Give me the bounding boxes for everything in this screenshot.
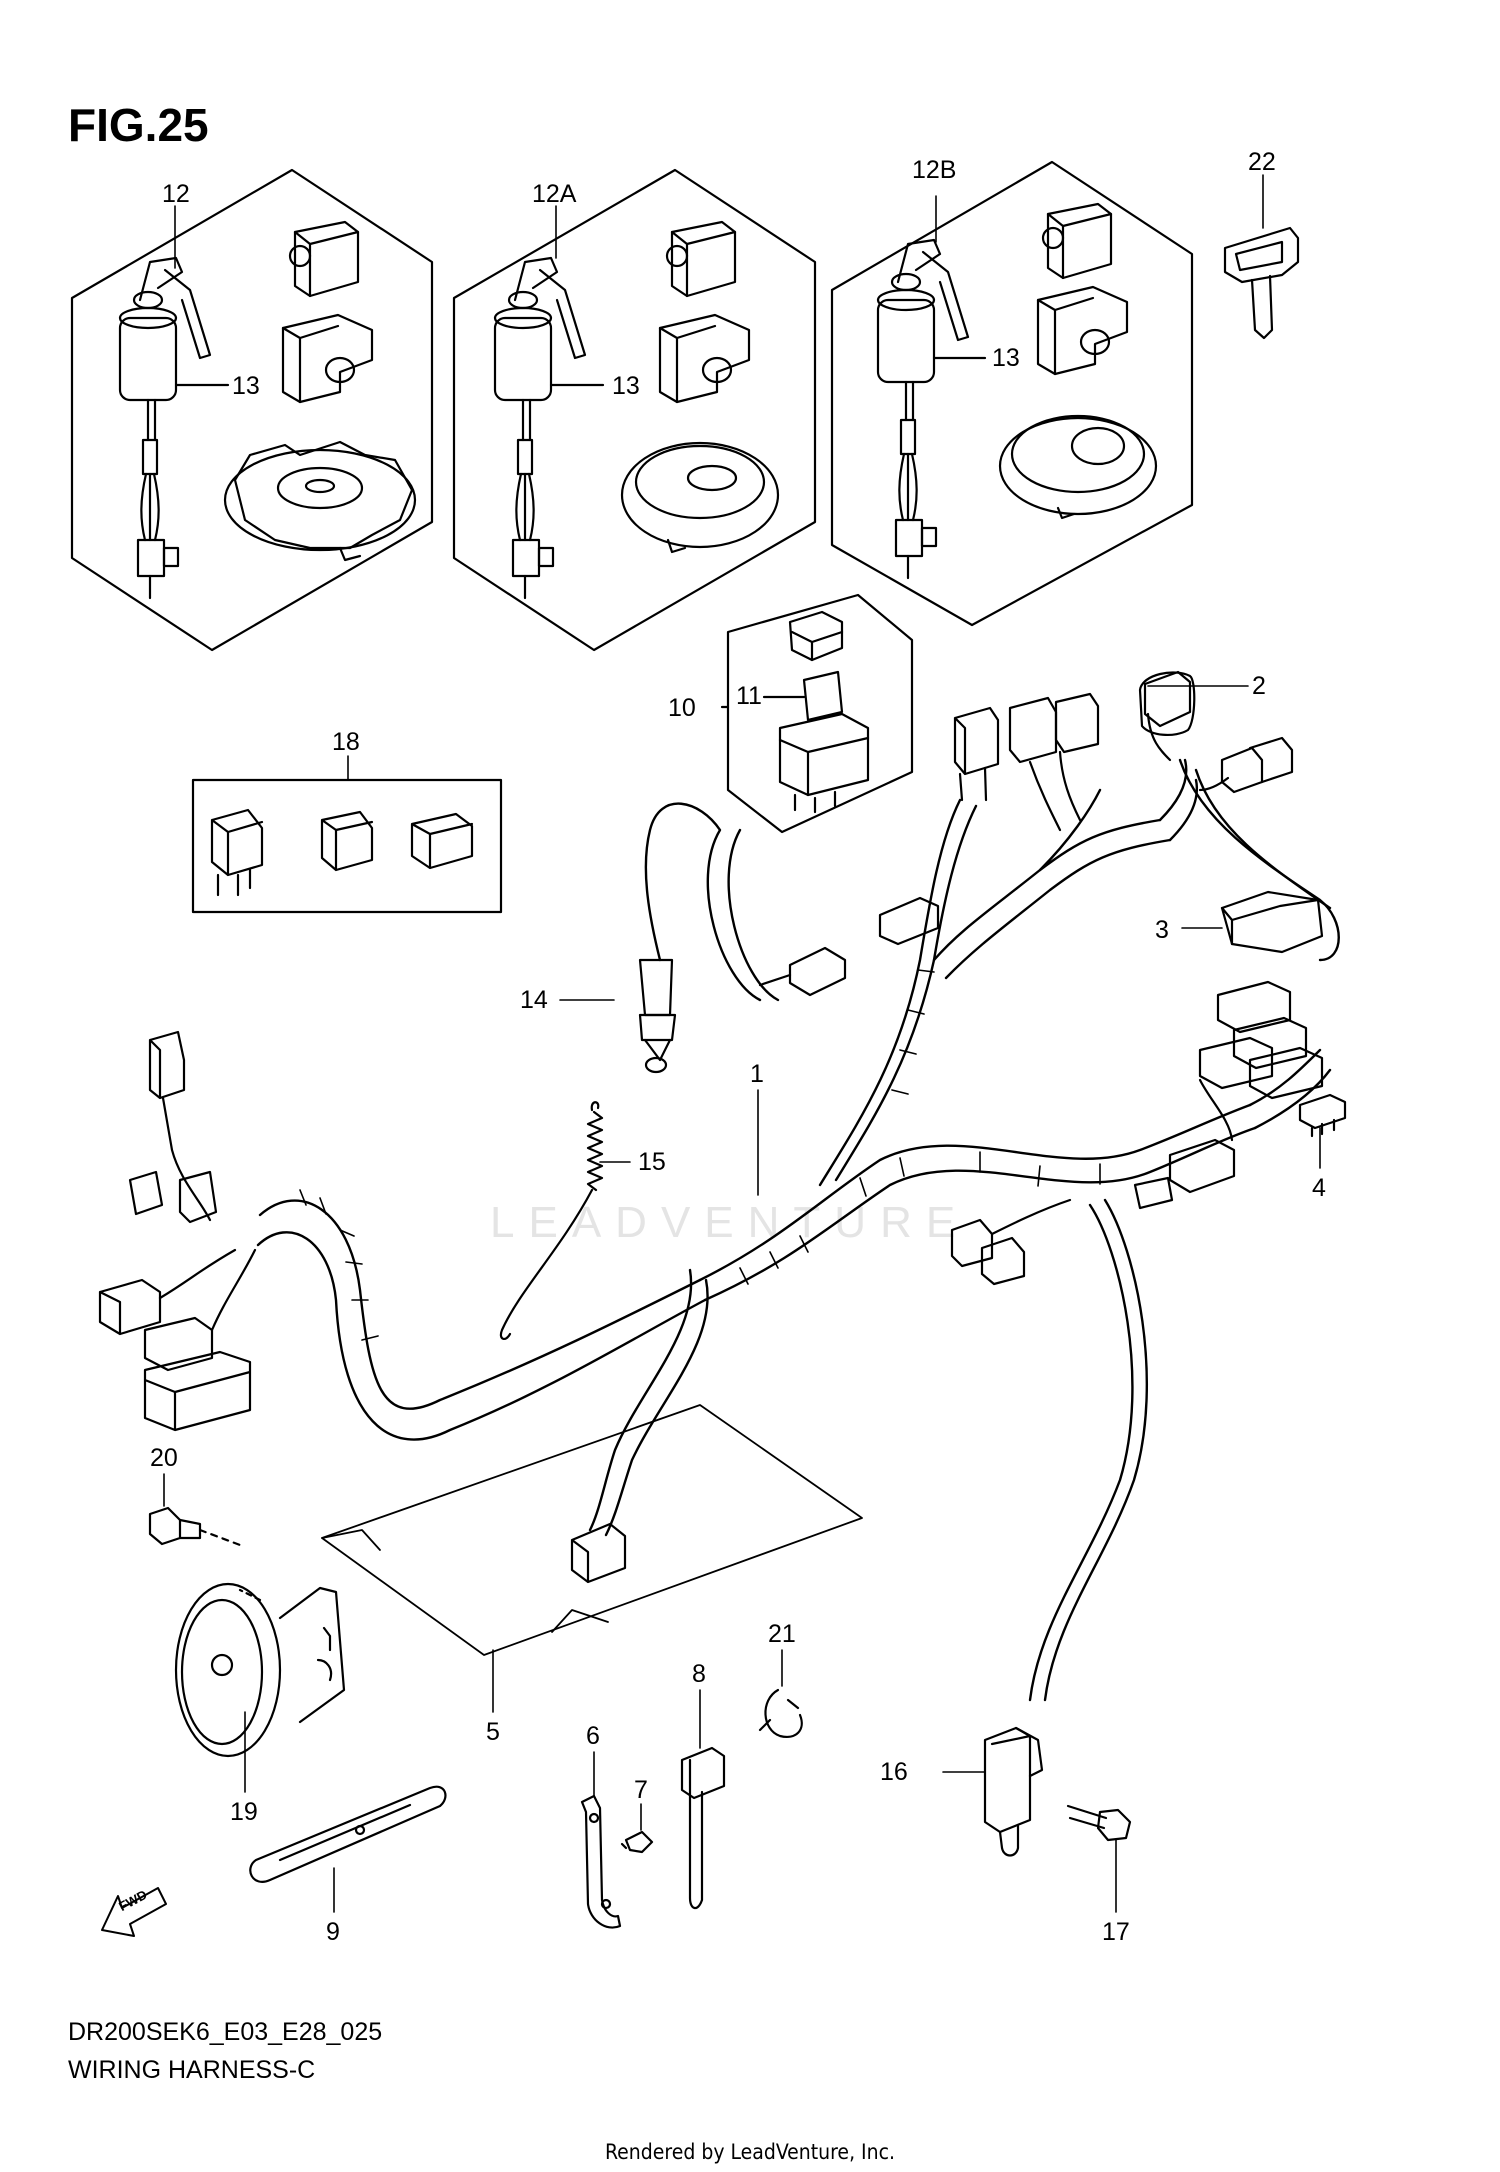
fuse-4 [1298, 1093, 1347, 1138]
figure-title: FIG.25 [68, 99, 209, 151]
connector-kit-frame [191, 778, 503, 914]
callout-15: 15 [638, 1148, 666, 1176]
callout-12a: 12A [532, 180, 577, 208]
fuse-box-kit [720, 593, 914, 834]
ignition-switch-12b [876, 238, 970, 580]
cover-piece-12b-1 [1041, 202, 1113, 280]
cable-tie-8 [680, 1746, 726, 1910]
fuel-cap-12b [998, 414, 1158, 520]
callout-19: 19 [230, 1798, 258, 1826]
callout-22: 22 [1248, 148, 1276, 176]
key-22 [1223, 226, 1300, 340]
sensor-16 [983, 1726, 1044, 1857]
main-wiring-harness-1 [256, 758, 1340, 1702]
callout-14: 14 [520, 986, 548, 1014]
callout-13-kit12: 13 [232, 372, 260, 400]
leader-lines [163, 174, 1321, 1913]
bracket-6 [580, 1794, 622, 1929]
screw-7 [620, 1830, 654, 1854]
callout-1: 1 [750, 1060, 764, 1088]
callout-7: 7 [634, 1776, 648, 1804]
diagram-name: WIRING HARNESS-C [68, 2056, 316, 2084]
callout-8: 8 [692, 1660, 706, 1688]
cover-piece-12b-2 [1036, 285, 1129, 376]
fuel-cap-12 [223, 440, 417, 562]
callout-12: 12 [162, 180, 190, 208]
callout-17: 17 [1102, 1918, 1130, 1946]
diagram-code: DR200SEK6_E03_E28_025 [68, 2018, 383, 2046]
kit-12a-frame [452, 168, 817, 652]
callout-9: 9 [326, 1918, 340, 1946]
kit-12a-group [452, 168, 817, 652]
kit-12b-group [830, 160, 1194, 627]
callout-11: 11 [736, 682, 762, 710]
clip-21 [758, 1688, 803, 1738]
protector-sheet-5 [321, 1404, 863, 1656]
bolt-17 [1066, 1804, 1132, 1842]
callout-12b: 12B [912, 156, 956, 184]
callout-16: 16 [880, 1758, 908, 1786]
callout-labels: 12 12A 12B 22 13 13 13 10 11 2 18 3 14 1… [150, 148, 1326, 1946]
horn-19 [174, 1582, 346, 1758]
relay-3 [1220, 890, 1324, 954]
right-connector-cluster [950, 980, 1324, 1286]
ignition-switch-12a [493, 256, 587, 600]
callout-3: 3 [1155, 916, 1169, 944]
render-credit: Rendered by LeadVenture, Inc. [605, 2140, 895, 2164]
callout-6: 6 [586, 1722, 600, 1750]
inline-connector-pair [758, 896, 940, 997]
ignition-switch-12 [118, 256, 212, 600]
callout-18: 18 [332, 728, 360, 756]
connector-kit-18 [191, 778, 503, 914]
left-connector-cluster [98, 1030, 257, 1432]
fuse-cover-11 [788, 610, 844, 662]
upper-connectors [953, 670, 1294, 832]
callout-4: 4 [1312, 1174, 1326, 1202]
callout-20: 20 [150, 1444, 178, 1472]
kit-12-group [70, 168, 434, 652]
callout-5: 5 [486, 1718, 500, 1746]
callout-13-kit12b: 13 [992, 344, 1020, 372]
callout-2: 2 [1252, 672, 1266, 700]
callout-10: 10 [668, 694, 696, 722]
kit-12-frame [70, 168, 434, 652]
cover-piece-12a [288, 220, 360, 298]
kit-12b-frame [830, 160, 1194, 627]
spring-15 [499, 1101, 604, 1340]
cover-piece-12a-2 [658, 313, 751, 404]
fuse-holder-10 [778, 670, 870, 814]
callout-21: 21 [768, 1620, 796, 1648]
brake-switch-14 [638, 958, 677, 1074]
callout-13-kit12a: 13 [612, 372, 640, 400]
fuel-cap-12a [620, 441, 780, 554]
bottom-connector [570, 1522, 627, 1584]
fuse-box-frame [726, 593, 914, 834]
forward-arrow-icon [101, 1887, 167, 1937]
cover-piece-12b [281, 313, 374, 404]
clamp-band-9 [249, 1785, 447, 1883]
bolt-20 [148, 1506, 242, 1547]
cover-piece-12a-1 [665, 220, 737, 298]
watermark-text: LEADVENTURE [490, 1198, 970, 1247]
cap-2 [1138, 671, 1196, 736]
